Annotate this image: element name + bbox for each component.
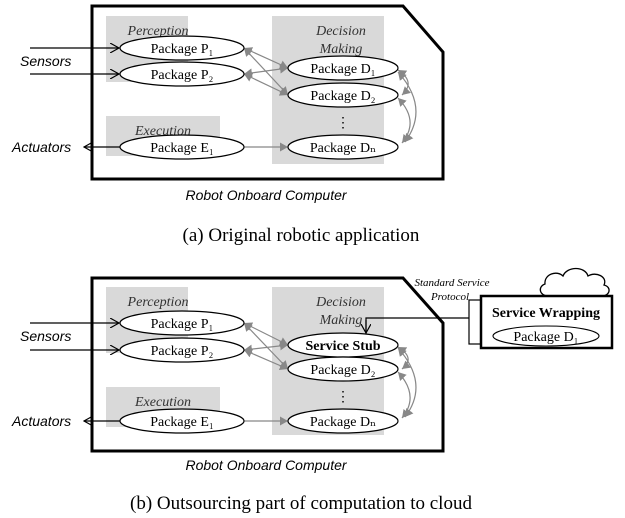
package-p2-b-label: Package P₂ xyxy=(151,344,214,359)
actuators-label: Actuators xyxy=(11,139,71,155)
ellipsis-b: ⋮ xyxy=(336,390,350,405)
package-d1-label: Package D₁ xyxy=(310,62,375,77)
package-e1-label: Package E₁ xyxy=(150,141,214,156)
package-p1 xyxy=(119,35,245,61)
package-dn-label: Package Dₙ xyxy=(310,141,376,156)
package-p2-b xyxy=(119,337,245,363)
sensors-label-b: Sensors xyxy=(20,328,71,344)
sensors-label: Sensors xyxy=(20,53,71,69)
package-d2 xyxy=(287,82,399,108)
package-p2-label: Package P₂ xyxy=(151,68,214,83)
package-d2-b-label: Package D₂ xyxy=(310,363,375,378)
computer-label: Robot Onboard Computer xyxy=(185,187,347,203)
package-p2 xyxy=(119,61,245,87)
package-e1-b-label: Package E₁ xyxy=(150,415,214,430)
diagram-b: Perception Execution Decision Making Pac… xyxy=(11,267,614,514)
decision-label-line1: Decision xyxy=(315,24,366,39)
wrapped-package-d1 xyxy=(492,325,600,347)
caption-a: (a) Original robotic application xyxy=(183,225,420,246)
decision-label-b-line1: Decision xyxy=(315,295,366,310)
package-dn-b xyxy=(287,408,399,434)
package-links-a xyxy=(220,47,417,152)
perception-label-b: Perception xyxy=(127,295,189,310)
protocol-label-line2: Protocol xyxy=(430,291,469,303)
diagram-a: Perception Execution Decision Making Pac… xyxy=(11,4,445,246)
package-dn-b-label: Package Dₙ xyxy=(310,415,376,430)
protocol-label-line1: Standard Service xyxy=(414,277,489,289)
package-p1-b xyxy=(119,310,245,336)
package-d2-label: Package D₂ xyxy=(310,89,375,104)
protocol-connector xyxy=(468,299,482,345)
package-p1-label: Package P₁ xyxy=(151,42,214,57)
service-stub-label: Service Stub xyxy=(305,339,380,354)
decision-label-b-line2: Making xyxy=(319,313,363,328)
package-d2-b xyxy=(287,356,399,382)
wrapped-package-d1-label: Package D₁ xyxy=(513,330,578,345)
caption-b: (b) Outsourcing part of computation to c… xyxy=(130,493,472,514)
ellipsis: ⋮ xyxy=(336,116,350,131)
actuators-label-b: Actuators xyxy=(11,413,71,429)
package-p1-b-label: Package P₁ xyxy=(151,317,214,332)
decision-label-line2: Making xyxy=(319,42,363,57)
perception-label: Perception xyxy=(127,24,189,39)
execution-label-b: Execution xyxy=(134,395,191,410)
service-wrapping-label: Service Wrapping xyxy=(492,306,600,321)
package-dn xyxy=(287,134,399,160)
computer-label-b: Robot Onboard Computer xyxy=(185,457,347,473)
cloud-icon xyxy=(539,267,610,297)
package-d1 xyxy=(287,55,399,81)
